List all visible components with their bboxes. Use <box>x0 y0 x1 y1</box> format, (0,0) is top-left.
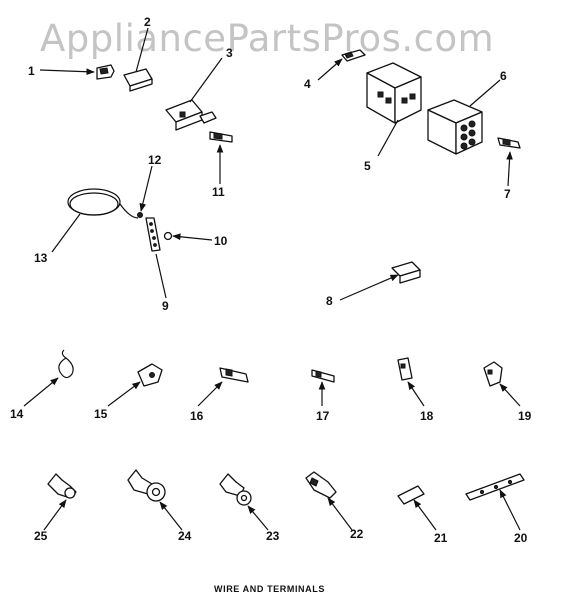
watermark: AppliancePartsPros.com <box>40 17 494 60</box>
callout-4: 4 <box>304 77 311 91</box>
part-13-wire-coil <box>67 188 139 219</box>
callout-15: 15 <box>94 407 108 421</box>
part-18-housing <box>397 357 413 381</box>
part-8-clip <box>391 261 421 284</box>
part-21-butt-splice <box>397 485 425 505</box>
callout-25: 25 <box>34 529 48 543</box>
part-10-nut <box>163 231 173 241</box>
callout-21: 21 <box>434 531 448 545</box>
part-14-wire-clip <box>58 349 74 379</box>
callout-22: 22 <box>350 527 364 541</box>
callout-24: 24 <box>178 529 192 543</box>
callout-17: 17 <box>316 409 330 423</box>
callout-13: 13 <box>34 251 48 265</box>
callout-7: 7 <box>504 187 511 201</box>
part-3-connector <box>165 99 217 131</box>
part-23-ring-terminal <box>219 473 252 506</box>
part-7-terminal <box>497 137 521 149</box>
diagram-caption: WIRE AND TERMINALS <box>214 584 325 594</box>
part-25-ring-terminal <box>47 473 77 499</box>
callout-labels: 1 2 3 4 5 6 7 8 9 10 11 12 13 14 15 16 1… <box>10 15 532 545</box>
part-20-terminal-strip <box>465 473 525 501</box>
part-12-eyelet <box>137 212 143 218</box>
part-4-terminal <box>341 49 366 62</box>
part-11-terminal <box>209 131 233 143</box>
part-1-terminal <box>96 64 115 80</box>
callout-11: 11 <box>212 185 225 199</box>
part-22-terminal <box>305 471 337 499</box>
callout-12: 12 <box>148 153 162 167</box>
callout-16: 16 <box>190 409 204 423</box>
part-2-housing <box>123 68 153 92</box>
callout-2: 2 <box>144 15 151 29</box>
callout-8: 8 <box>326 294 333 308</box>
callout-1: 1 <box>28 64 35 78</box>
callout-3: 3 <box>226 46 233 60</box>
callout-6: 6 <box>500 69 507 83</box>
callout-5: 5 <box>364 159 371 173</box>
callout-23: 23 <box>266 529 280 543</box>
part-19-connector <box>483 361 503 387</box>
part-24-ring-terminal <box>127 469 166 502</box>
part-9-terminal-strip <box>145 217 161 252</box>
part-17-terminal <box>311 369 335 383</box>
callout-9: 9 <box>162 299 169 313</box>
leader-lines <box>23 27 521 531</box>
callout-19: 19 <box>518 409 532 423</box>
callout-10: 10 <box>214 234 228 248</box>
part-6-receptacle <box>427 99 483 155</box>
callout-20: 20 <box>514 531 528 545</box>
callout-18: 18 <box>420 409 434 423</box>
part-15-clamp <box>137 363 163 387</box>
part-5-housing <box>366 62 422 124</box>
part-16-terminal <box>219 367 249 383</box>
callout-14: 14 <box>10 407 24 421</box>
